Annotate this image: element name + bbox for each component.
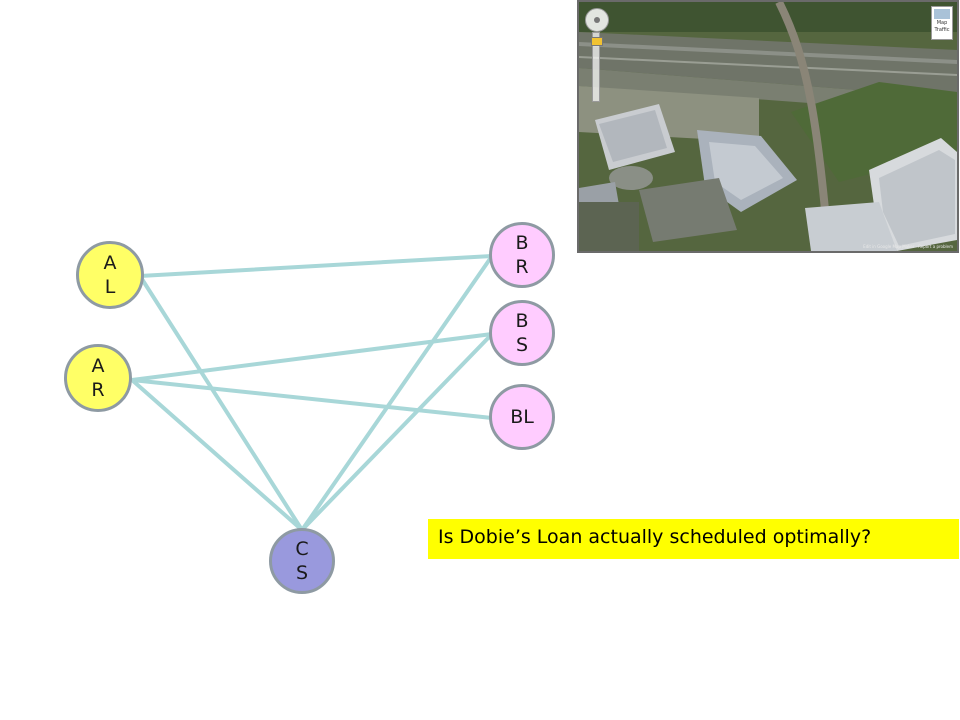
node-cs-line2: S [295,562,309,584]
node-br: B R [489,222,555,288]
node-ar-line1: A [91,355,105,377]
node-al-line1: A [103,252,117,274]
aerial-map-image: Map Traffic Edit in Google Map Maker · R… [577,0,959,253]
node-ar: A R [64,344,132,412]
edge-al-cs [138,274,304,532]
edge-cs-br [300,254,494,532]
node-ar-line2: R [91,379,105,401]
node-cs: C S [269,528,335,594]
node-br-line2: R [515,256,529,278]
question-callout: Is Dobie’s Loan actually scheduled optim… [428,519,959,559]
edge-ar-cs [130,378,304,532]
map-type-control[interactable]: Map Traffic [931,6,953,40]
node-al-line2: L [104,276,116,298]
edge-cs-bs [300,332,494,532]
node-bl-line1: BL [510,406,534,428]
aerial-photo [579,2,957,251]
map-type-label-map: Map [936,20,948,26]
edge-al-br [138,254,494,278]
node-bs-line1: B [515,310,529,332]
node-al: A L [76,241,144,309]
edge-ar-bl [130,378,494,420]
node-bs: B S [489,300,555,366]
edge-ar-bs [130,332,494,382]
map-thumbnail-icon [934,9,950,19]
node-bs-line2: S [515,334,529,356]
map-zoom-slider[interactable] [591,32,603,102]
map-footer-text: Edit in Google Map Maker · Report a prob… [863,244,953,249]
map-pan-control-icon[interactable] [585,8,609,32]
map-type-label-traffic: Traffic [934,27,950,33]
node-br-line1: B [515,232,529,254]
node-cs-line1: C [295,538,309,560]
node-bl: BL [489,384,555,450]
